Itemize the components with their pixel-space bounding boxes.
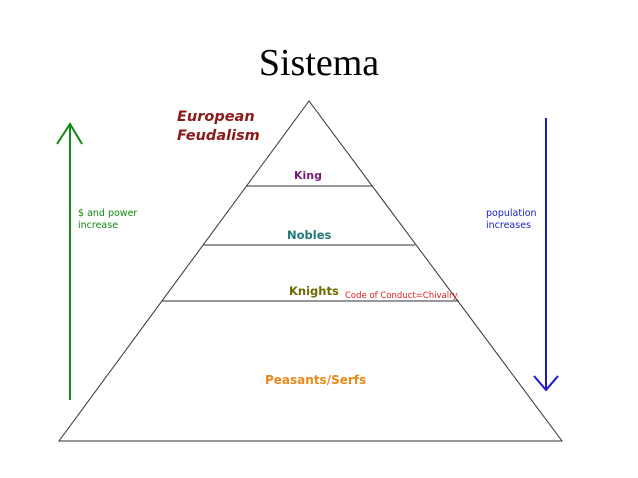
tier-label-knights: Knights bbox=[289, 284, 339, 298]
diagram-heading-line-1: European bbox=[177, 109, 255, 125]
knights-code-of-conduct-note: Code of Conduct=Chivalry bbox=[345, 291, 458, 301]
slide-title: Sistema bbox=[258, 42, 380, 84]
right-arrow-caption-line-2: increases bbox=[486, 220, 531, 231]
left-arrow-caption: $ and power increase bbox=[78, 208, 137, 232]
left-arrow-caption-line-2: increase bbox=[78, 220, 119, 231]
tier-label-king: King bbox=[294, 169, 322, 182]
right-arrow-caption-line-1: population bbox=[486, 208, 537, 219]
right-arrow-caption: population increases bbox=[486, 208, 537, 232]
right-down-arrow bbox=[533, 118, 559, 392]
tier-label-peasants-serfs: Peasants/Serfs bbox=[265, 373, 367, 387]
tier-label-nobles: Nobles bbox=[287, 228, 332, 242]
pyramid-outline bbox=[58, 100, 563, 442]
left-up-arrow bbox=[56, 122, 83, 400]
diagram-heading-line-2: Feudalism bbox=[177, 128, 260, 144]
left-arrow-caption-line-1: $ and power bbox=[78, 208, 138, 219]
